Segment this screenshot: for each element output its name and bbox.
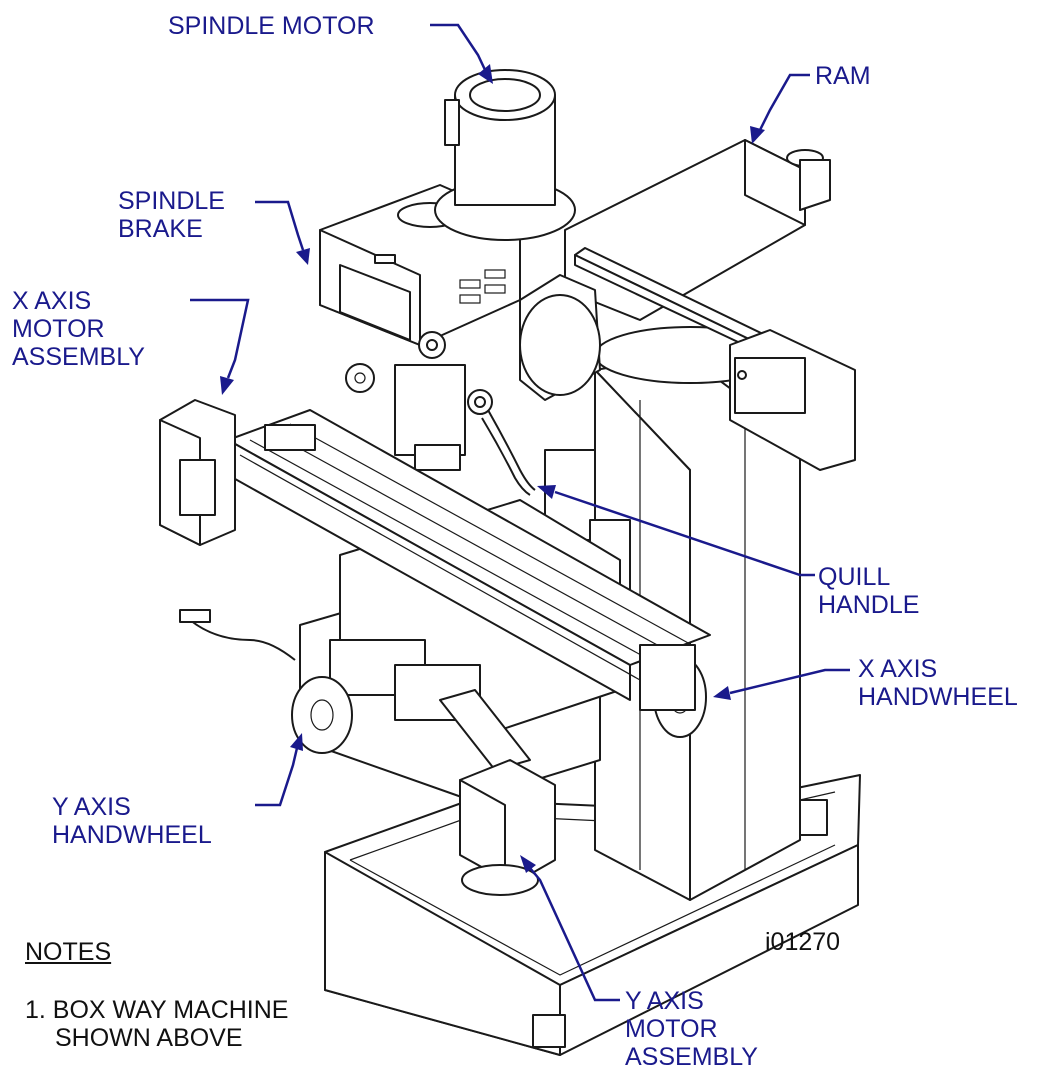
spindle-motor-label: SPINDLE MOTOR <box>168 12 375 40</box>
head-vents <box>459 269 506 304</box>
y-axis-motor <box>459 759 556 896</box>
y-axis-handwheel-label: Y AXIS HANDWHEEL <box>52 793 212 849</box>
notes-heading: NOTES <box>25 938 112 966</box>
y-axis-motor-assembly-label: Y AXIS MOTOR ASSEMBLY <box>625 987 758 1071</box>
spindle-motor <box>434 69 576 241</box>
x-axis-motor <box>159 399 236 546</box>
x-axis-handwheel-drawing <box>639 644 707 738</box>
quill-assembly <box>345 274 601 496</box>
dro-rail <box>574 247 856 471</box>
x-axis-handwheel-label: X AXIS HANDWHEEL <box>858 655 1018 711</box>
y-axis-handwheel-drawing <box>179 609 353 754</box>
note-item-1-line-2: SHOWN ABOVE <box>55 1024 243 1052</box>
machine-table <box>227 409 711 701</box>
figure-id: i01270 <box>765 928 841 956</box>
notes-block: NOTES 1. BOX WAY MACHINE SHOWN ABOVE <box>25 938 288 1052</box>
x-axis-motor-assembly-label: X AXIS MOTOR ASSEMBLY <box>12 287 145 371</box>
ram-label: RAM <box>815 62 871 90</box>
spindle-brake-label: SPINDLE BRAKE <box>118 187 225 243</box>
quill-handle-label: QUILL HANDLE <box>818 563 920 619</box>
leader-lines <box>190 23 850 1002</box>
note-item-1-line-1: 1. BOX WAY MACHINE <box>25 996 289 1024</box>
